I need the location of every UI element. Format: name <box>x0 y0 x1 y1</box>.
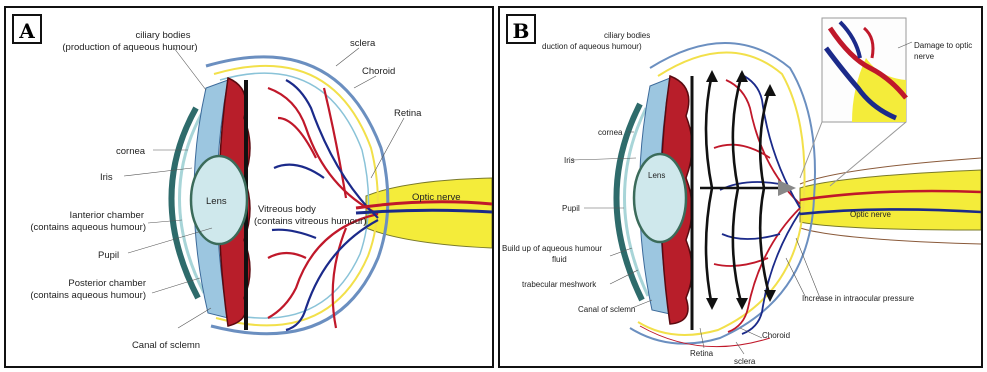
label-buildup-aqueous-2: fluid <box>552 255 567 264</box>
label-vitreous-body-desc: (contains vitreous humour) <box>254 216 366 227</box>
label-pupil-b: Pupil <box>562 204 580 213</box>
optic-nerve-damage-inset <box>800 18 906 186</box>
panel-a-letter: A <box>12 14 42 44</box>
label-retina-b: Retina <box>690 349 714 358</box>
optic-nerve-shape-b <box>800 170 981 230</box>
label-pupil: Pupil <box>98 250 119 261</box>
label-cornea: cornea <box>116 146 146 157</box>
label-damage-optic-nerve: Damage to optic <box>914 41 972 50</box>
label-canal-of-schlemm-b: Canal of sclemn <box>578 305 635 314</box>
label-vitreous-body: Vitreous body <box>258 204 316 215</box>
label-lens: Lens <box>206 196 227 207</box>
label-choroid-b: Choroid <box>762 331 790 340</box>
eye-diagram-normal: ciliary bodies (production of aqueous hu… <box>6 8 494 368</box>
label-iris: Iris <box>100 172 113 183</box>
label-sclera-b: sclera <box>734 357 756 366</box>
lens-shape-b <box>634 154 686 242</box>
panel-b: B <box>498 6 983 368</box>
label-anterior-chamber: Ianterior chamber <box>70 210 144 221</box>
label-ciliary-bodies-desc-b: duction of aqueous humour) <box>542 42 642 51</box>
label-damage-optic-nerve-2: nerve <box>914 52 935 61</box>
label-choroid: Choroid <box>362 66 395 77</box>
label-sclera: sclera <box>350 38 376 49</box>
label-retina: Retina <box>394 108 422 119</box>
label-cornea-b: cornea <box>598 128 623 137</box>
label-posterior-chamber: Posterior chamber <box>68 278 146 289</box>
label-ciliary-bodies: ciliary bodies <box>136 30 191 41</box>
label-ciliary-bodies-desc: (production of aqueous humour) <box>62 42 197 53</box>
label-canal-of-schlemm: Canal of sclemn <box>132 340 200 351</box>
label-anterior-chamber-desc: (contains aqueous humour) <box>30 222 146 233</box>
label-posterior-chamber-desc: (contains aqueous humour) <box>30 290 146 301</box>
label-intraocular-pressure: Increase in intraocular pressure <box>802 294 915 303</box>
label-iris-b: Iris <box>564 156 575 165</box>
panel-b-letter: B <box>506 14 536 44</box>
eye-diagram-glaucoma: ciliary bodies duction of aqueous humour… <box>500 8 983 368</box>
panel-a: A <box>4 6 494 368</box>
label-trabecular-meshwork: trabecular meshwork <box>522 280 597 289</box>
label-lens-b: Lens <box>648 171 665 180</box>
label-optic-nerve-b: Optic nerve <box>850 210 891 219</box>
label-buildup-aqueous: Build up of aqueous humour <box>502 244 602 253</box>
label-ciliary-bodies-b: ciliary bodies <box>604 31 650 40</box>
label-optic-nerve: Optic nerve <box>412 192 461 203</box>
